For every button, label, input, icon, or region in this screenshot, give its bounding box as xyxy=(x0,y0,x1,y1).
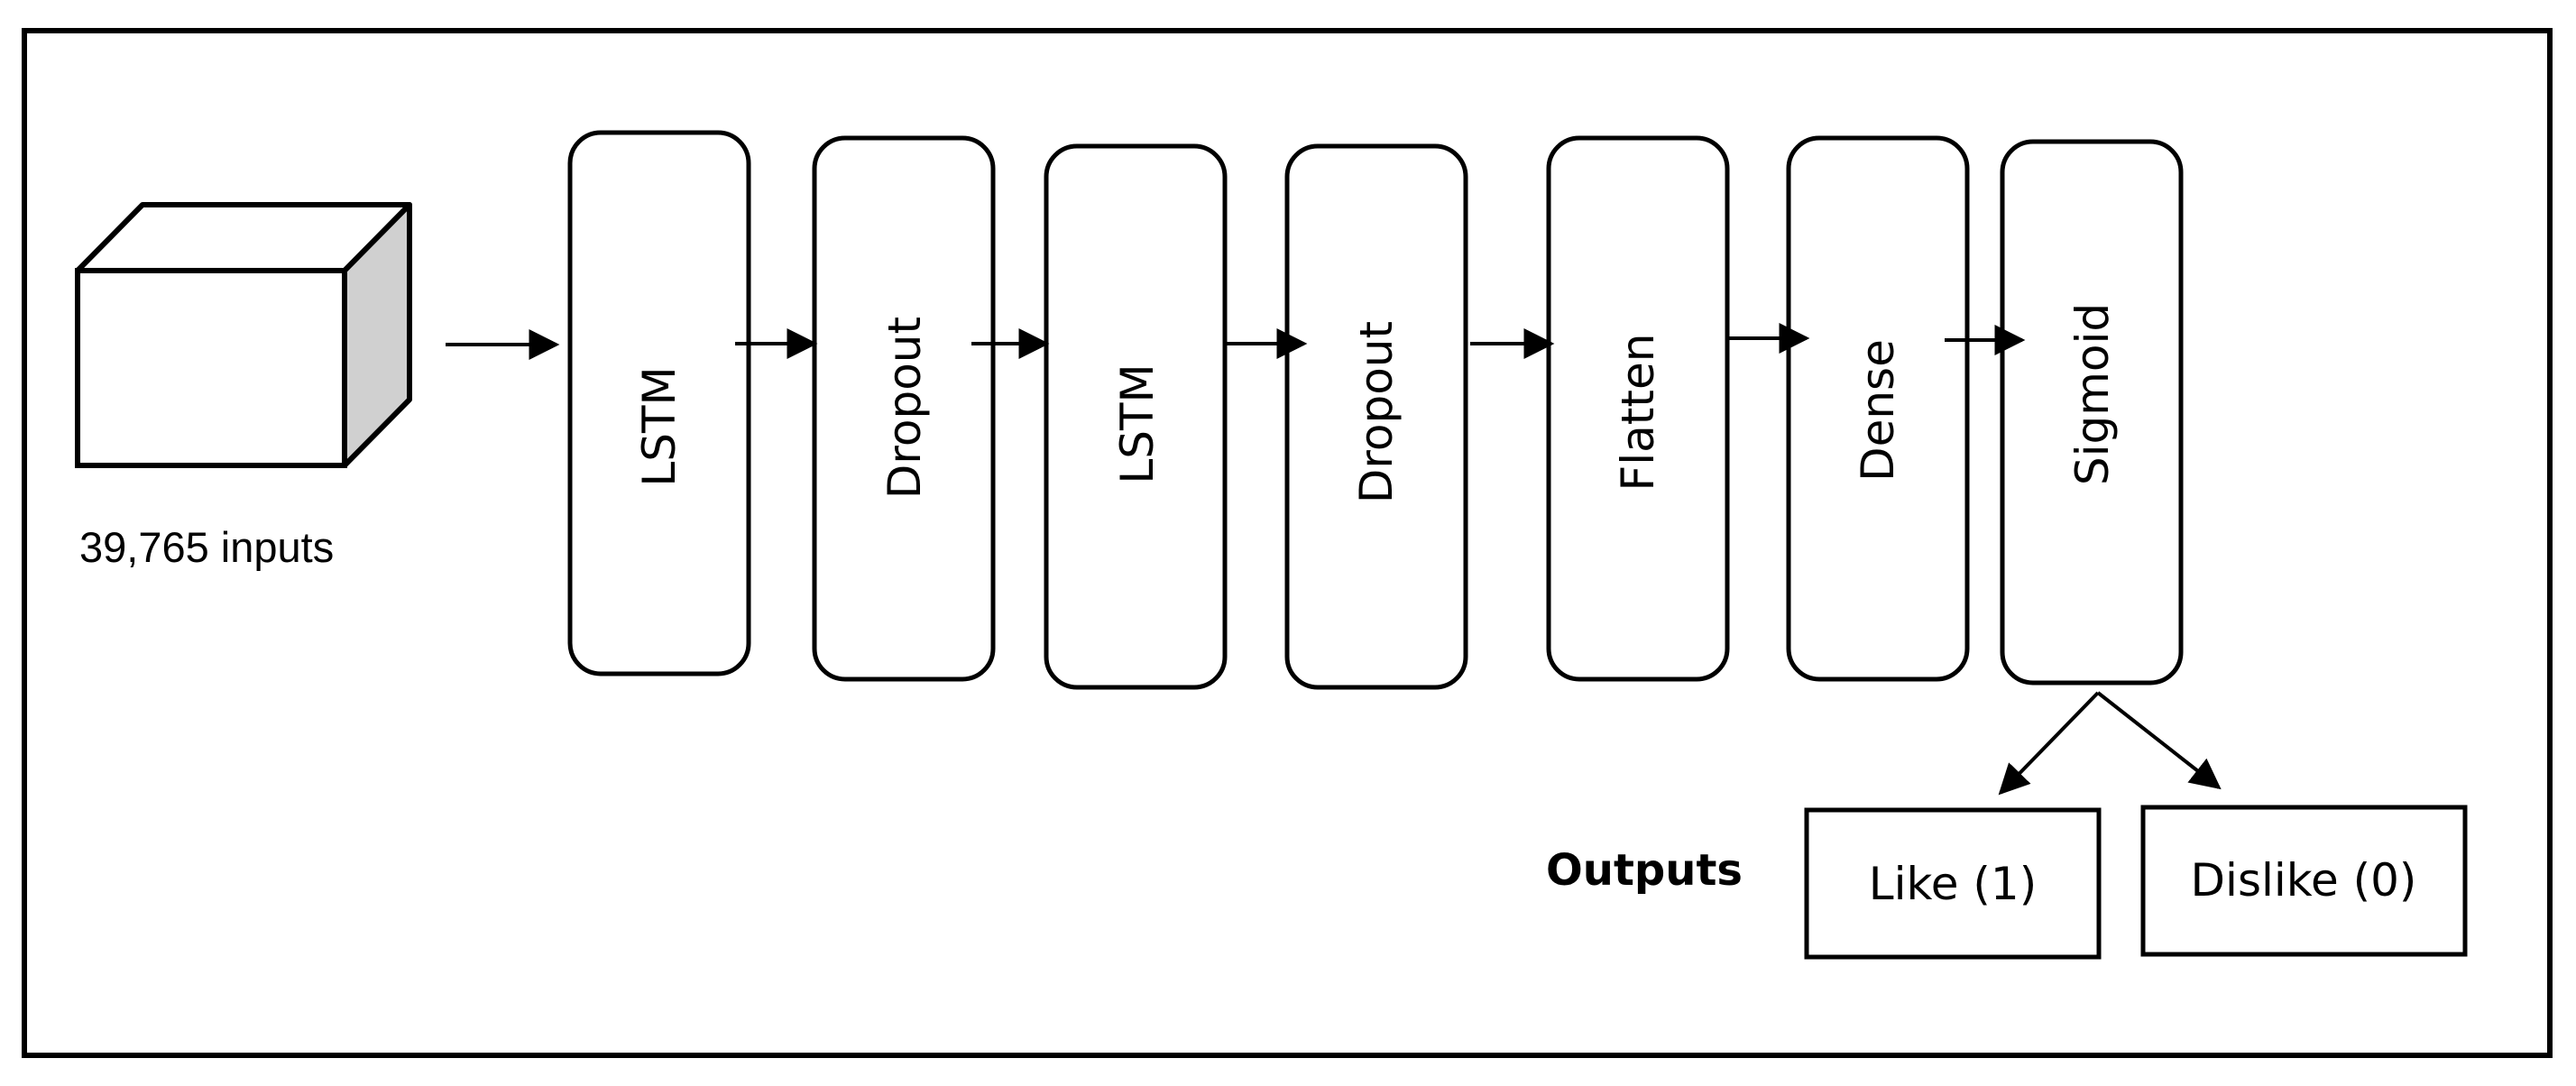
layer-lstm-1-label: LSTM xyxy=(633,366,685,486)
layer-dropout-2: Dropout xyxy=(1284,143,1468,690)
layer-dense-box xyxy=(1786,135,1970,682)
outer-frame xyxy=(22,28,2553,1058)
layer-dense-label: Dense xyxy=(1852,339,1904,482)
arrow-sigmoid-to-like xyxy=(1998,691,2100,796)
arrow-sigmoid-to-dislike xyxy=(2096,691,2222,790)
layer-lstm-2-box xyxy=(1044,143,1228,690)
layer-flatten-label: Flatten xyxy=(1612,334,1664,492)
layer-dropout-2-label: Dropout xyxy=(1350,321,1403,503)
layer-dropout-1: Dropout xyxy=(812,135,996,682)
layer-lstm-1-box xyxy=(567,130,751,676)
layer-dropout-2-box xyxy=(1284,143,1468,690)
layer-lstm-2: LSTM xyxy=(1044,143,1228,690)
layer-flatten: Flatten xyxy=(1546,135,1730,682)
output-dislike-box xyxy=(2140,805,2468,957)
output-like-label: Like (1) xyxy=(1869,858,2037,910)
layer-stack: LSTM Dropout LSTM Dropout Flatten Dense Sigmoi… xyxy=(567,130,2184,690)
layer-sigmoid: Sigmoid xyxy=(2000,139,2184,686)
output-like: Like (1) xyxy=(1804,807,2102,960)
layer-dropout-1-label: Dropout xyxy=(879,317,931,499)
layer-dropout-1-box xyxy=(812,135,996,682)
layer-lstm-1: LSTM xyxy=(567,130,751,676)
output-dislike: Dislike (0) xyxy=(2140,805,2468,957)
layer-lstm-2-label: LSTM xyxy=(1111,364,1164,483)
layer-sigmoid-label: Sigmoid xyxy=(2066,303,2119,485)
output-like-box xyxy=(1804,807,2102,960)
flow-arrows xyxy=(446,323,2026,360)
outputs-title: Outputs xyxy=(1546,845,1743,896)
layer-sigmoid-box xyxy=(2000,139,2184,686)
input-cube-icon xyxy=(75,202,412,468)
layer-flatten-box xyxy=(1546,135,1730,682)
input-label: 39,765 inputs xyxy=(79,523,334,571)
input-cube-front xyxy=(75,268,347,468)
output-dislike-label: Dislike (0) xyxy=(2191,854,2417,907)
layer-dense: Dense xyxy=(1786,135,1970,682)
